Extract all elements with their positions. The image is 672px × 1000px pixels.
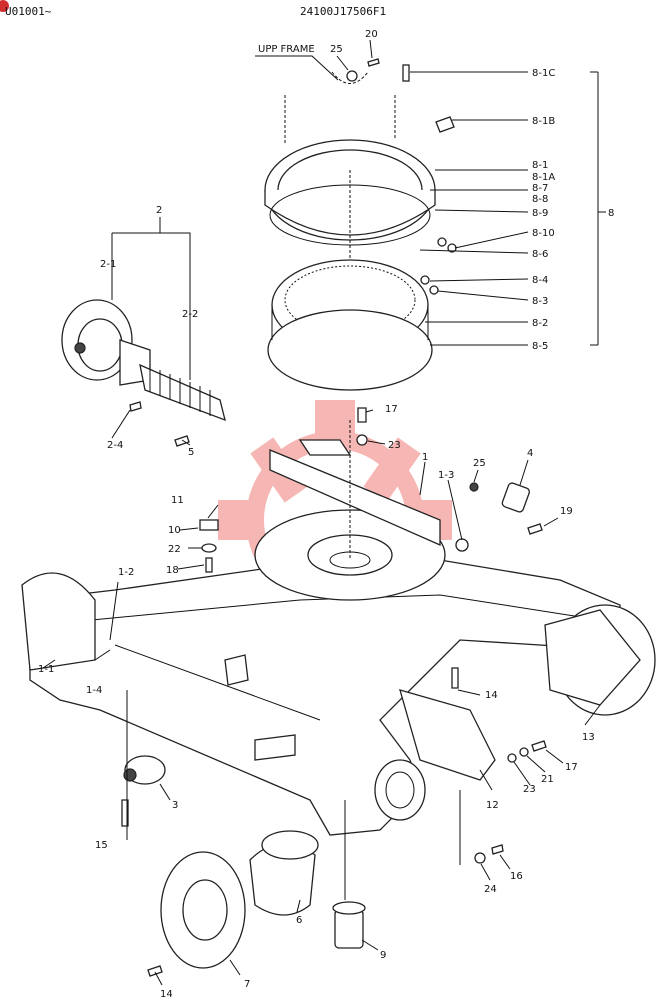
label-8-10: 8-10 bbox=[532, 228, 555, 239]
label-8-1a: 8-1A bbox=[532, 172, 555, 183]
sprocket-guard bbox=[544, 604, 656, 716]
label-8-4: 8-4 bbox=[532, 275, 548, 286]
header-right-code: 24100J17506F1 bbox=[300, 5, 386, 18]
leader-lines bbox=[42, 39, 601, 986]
upper-frame-label: UPP FRAME bbox=[258, 44, 315, 55]
label-8-1c: 8-1C bbox=[532, 68, 555, 79]
travel-motor-4 bbox=[501, 482, 530, 513]
label-8-2: 8-2 bbox=[532, 318, 548, 329]
label-23-bottom: 23 bbox=[523, 784, 536, 795]
label-15: 15 bbox=[95, 840, 108, 851]
travel-motor-6 bbox=[249, 830, 319, 916]
bolt-17-top bbox=[357, 407, 367, 423]
sprocket-7 bbox=[160, 851, 246, 969]
washer-21 bbox=[519, 747, 529, 757]
label-6: 6 bbox=[296, 915, 302, 926]
label-8-6: 8-6 bbox=[532, 249, 548, 260]
label-8-3: 8-3 bbox=[532, 296, 548, 307]
label-16: 16 bbox=[510, 871, 523, 882]
plate-10 bbox=[199, 519, 219, 531]
label-23-top: 23 bbox=[388, 440, 401, 451]
label-10: 10 bbox=[168, 525, 181, 536]
ball-8-4 bbox=[420, 275, 430, 285]
bolt-5 bbox=[174, 435, 190, 447]
bolt-19 bbox=[527, 523, 543, 535]
label-5: 5 bbox=[188, 447, 194, 458]
bolt-17-bottom bbox=[531, 740, 547, 752]
label-12: 12 bbox=[486, 800, 499, 811]
label-8-8: 8-8 bbox=[532, 194, 548, 205]
nut-25 bbox=[469, 482, 479, 492]
bush-8-1b bbox=[435, 116, 455, 133]
carrier-roller-3 bbox=[123, 755, 166, 785]
bolt-16 bbox=[491, 844, 504, 855]
label-25-top: 25 bbox=[330, 44, 343, 55]
label-25-right: 25 bbox=[473, 458, 486, 469]
spacer-8-3 bbox=[429, 285, 439, 295]
label-8: 8 bbox=[608, 208, 614, 219]
label-21: 21 bbox=[541, 774, 554, 785]
bolt-20 bbox=[367, 58, 380, 67]
label-8-7: 8-7 bbox=[532, 183, 548, 194]
label-8-1b: 8-1B bbox=[532, 116, 555, 127]
swivel-bearing-ring bbox=[264, 95, 436, 260]
label-1-2: 1-2 bbox=[118, 567, 134, 578]
red-corner-badge bbox=[0, 0, 9, 12]
washer-22 bbox=[201, 543, 217, 553]
label-1-1: 1-1 bbox=[38, 664, 54, 675]
label-1-3: 1-3 bbox=[438, 470, 454, 481]
label-2: 2 bbox=[156, 205, 162, 216]
washer-23-top bbox=[356, 434, 368, 446]
bolt-25 bbox=[346, 70, 358, 82]
label-19: 19 bbox=[560, 506, 573, 517]
label-11: 11 bbox=[171, 495, 184, 506]
label-9: 9 bbox=[380, 950, 386, 961]
bolt-14-right bbox=[451, 667, 459, 689]
label-20: 20 bbox=[365, 29, 378, 40]
label-22: 22 bbox=[168, 544, 181, 555]
part-labels: 25 20 8-1C 8-1B 8-1 8-1A 8-7 8-8 8-9 8 8… bbox=[38, 29, 614, 1000]
label-17-bottom: 17 bbox=[565, 762, 578, 773]
grease-nipple-8-9 bbox=[437, 237, 447, 247]
label-13: 13 bbox=[582, 732, 595, 743]
bolt-14-bottom bbox=[147, 965, 163, 977]
label-18: 18 bbox=[166, 565, 179, 576]
label-14-bottom: 14 bbox=[160, 989, 173, 1000]
label-14-right: 14 bbox=[485, 690, 498, 701]
label-4: 4 bbox=[527, 448, 533, 459]
track-frame bbox=[21, 420, 621, 836]
idler-assembly bbox=[61, 232, 226, 422]
label-2-1: 2-1 bbox=[100, 259, 116, 270]
label-17-top: 17 bbox=[385, 404, 398, 415]
washer-23-bottom bbox=[507, 753, 517, 763]
label-8-1: 8-1 bbox=[532, 160, 548, 171]
bolt-2-4 bbox=[129, 401, 142, 412]
bolt-18 bbox=[205, 557, 213, 573]
label-7: 7 bbox=[244, 979, 250, 990]
washer-24 bbox=[474, 852, 486, 864]
label-3: 3 bbox=[172, 800, 178, 811]
label-2-4: 2-4 bbox=[107, 440, 123, 451]
label-8-9: 8-9 bbox=[532, 208, 548, 219]
label-2-2: 2-2 bbox=[182, 309, 198, 320]
internal-gear-ring bbox=[267, 259, 433, 391]
label-8-5: 8-5 bbox=[532, 341, 548, 352]
label-1: 1 bbox=[422, 452, 428, 463]
label-24: 24 bbox=[484, 884, 497, 895]
center-joint-9 bbox=[332, 901, 366, 949]
callout-lines-8 bbox=[410, 71, 606, 346]
cover-plate bbox=[399, 689, 496, 781]
bracket-1-3 bbox=[455, 538, 469, 552]
pin-8-1c bbox=[402, 64, 410, 82]
label-1-4: 1-4 bbox=[86, 685, 102, 696]
header-left-code: U01001~ bbox=[5, 5, 52, 18]
